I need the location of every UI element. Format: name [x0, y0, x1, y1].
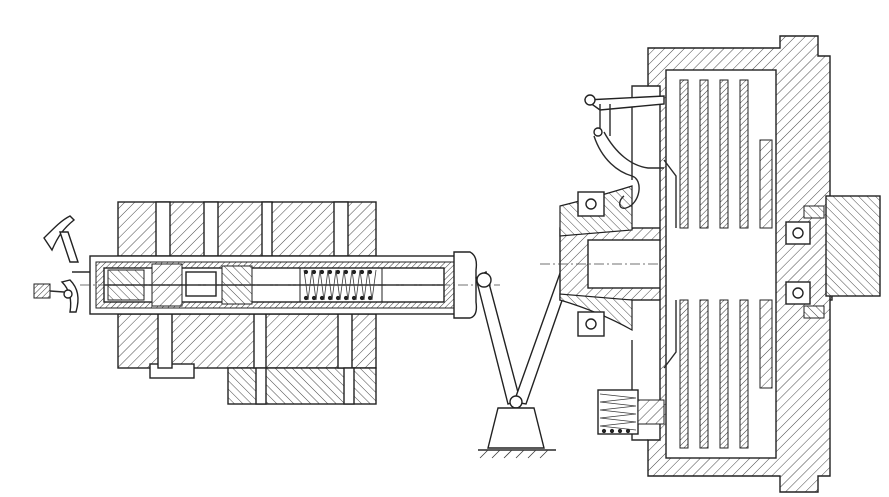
bearings [577, 191, 825, 337]
release-fork [475, 254, 576, 409]
pedal-lever [33, 215, 92, 313]
clutch-discs [663, 79, 773, 449]
compression-spring [299, 267, 383, 303]
master-cylinder [80, 201, 500, 405]
fork-pivot-mount [478, 407, 556, 459]
release-lever-linkage [583, 94, 665, 209]
pressure-plate-springs [597, 389, 665, 435]
